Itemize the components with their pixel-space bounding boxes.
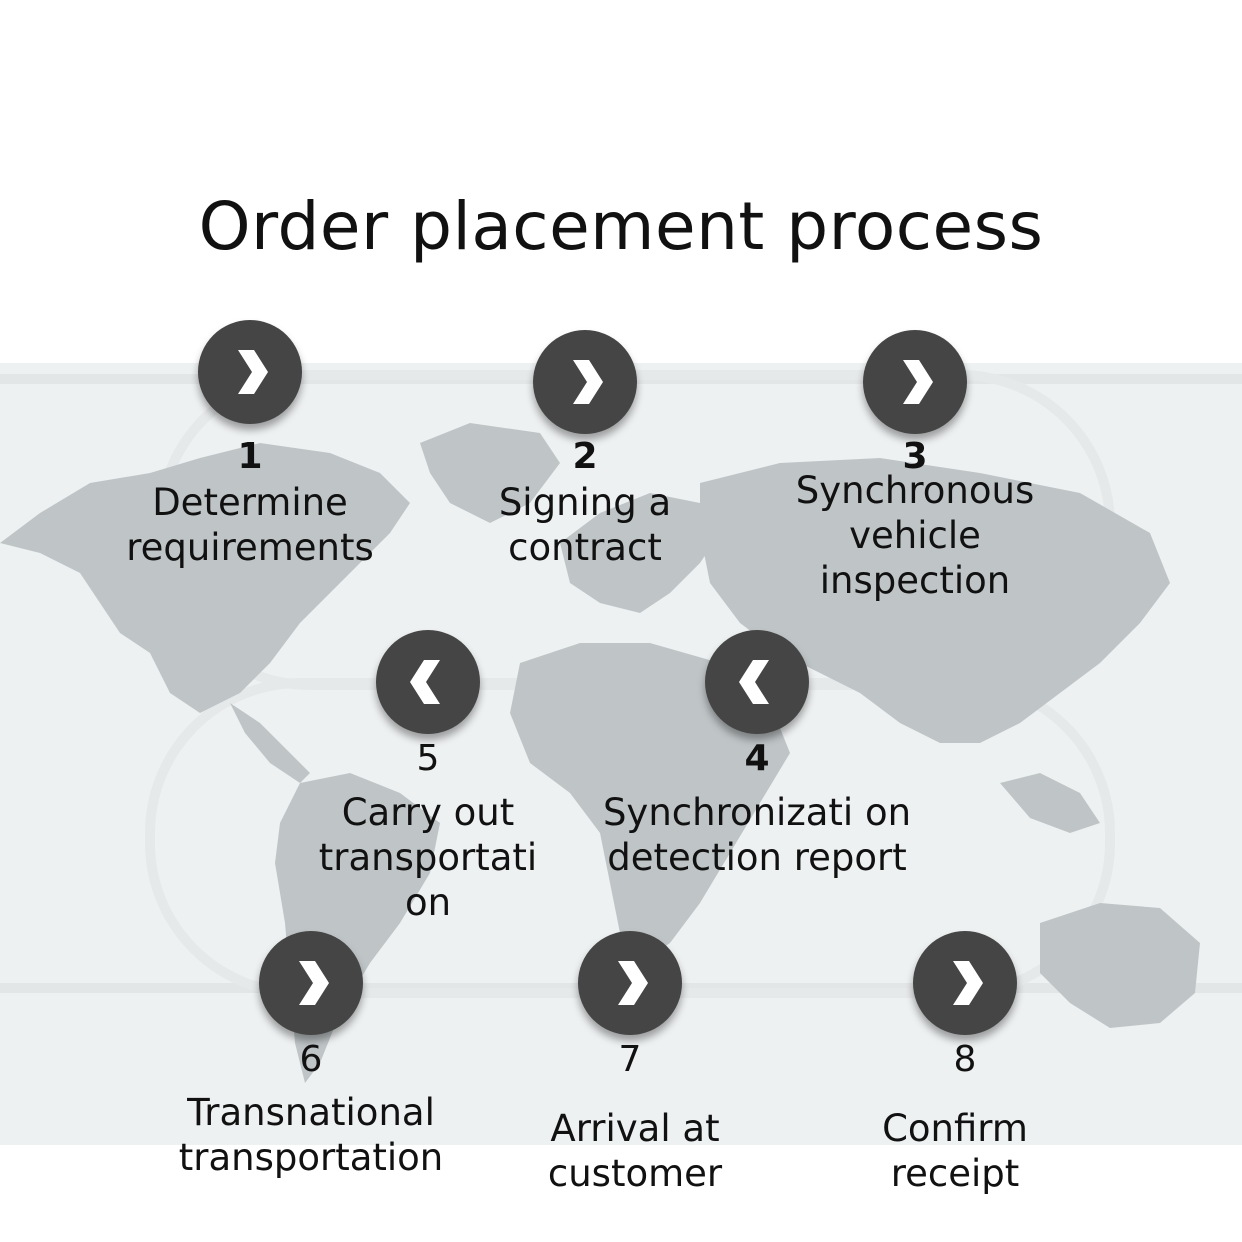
diagram-title: Order placement process bbox=[198, 188, 1044, 265]
chevron-left-icon bbox=[739, 660, 769, 704]
step-7-number: 7 bbox=[618, 1039, 642, 1080]
chevron-right-icon bbox=[238, 350, 268, 394]
step-4-number: 4 bbox=[744, 738, 770, 779]
step-5-number: 5 bbox=[416, 738, 440, 779]
step-2-label: Signing a contract bbox=[498, 481, 672, 569]
step-7-label: Arrival at customer bbox=[547, 1107, 723, 1195]
step-8-label: Confirm receipt bbox=[882, 1107, 1028, 1195]
chevron-right-icon bbox=[953, 961, 983, 1005]
step-1-label: Determine requirements bbox=[126, 481, 374, 569]
step-3-arrow-button[interactable] bbox=[863, 330, 967, 434]
step-6-label: Transnational transportation bbox=[178, 1091, 444, 1179]
step-3-label: Synchronous vehicle inspection bbox=[795, 469, 1035, 602]
step-4-label: Synchronizati on detection report bbox=[602, 791, 912, 879]
step-2-number: 2 bbox=[572, 436, 598, 477]
step-7-arrow-button[interactable] bbox=[578, 931, 682, 1035]
step-1-arrow-button[interactable] bbox=[198, 320, 302, 424]
chevron-right-icon bbox=[573, 360, 603, 404]
step-3-number: 3 bbox=[902, 436, 928, 477]
step-8-number: 8 bbox=[953, 1039, 977, 1080]
chevron-left-icon bbox=[410, 660, 440, 704]
step-2-arrow-button[interactable] bbox=[533, 330, 637, 434]
chevron-right-icon bbox=[618, 961, 648, 1005]
step-8-arrow-button[interactable] bbox=[913, 931, 1017, 1035]
chevron-right-icon bbox=[299, 961, 329, 1005]
step-5-arrow-button[interactable] bbox=[376, 630, 480, 734]
chevron-right-icon bbox=[903, 360, 933, 404]
step-1-number: 1 bbox=[237, 436, 263, 477]
step-6-number: 6 bbox=[299, 1039, 323, 1080]
step-4-arrow-button[interactable] bbox=[705, 630, 809, 734]
step-6-arrow-button[interactable] bbox=[259, 931, 363, 1035]
step-5-label: Carry out transportati on bbox=[318, 791, 538, 924]
